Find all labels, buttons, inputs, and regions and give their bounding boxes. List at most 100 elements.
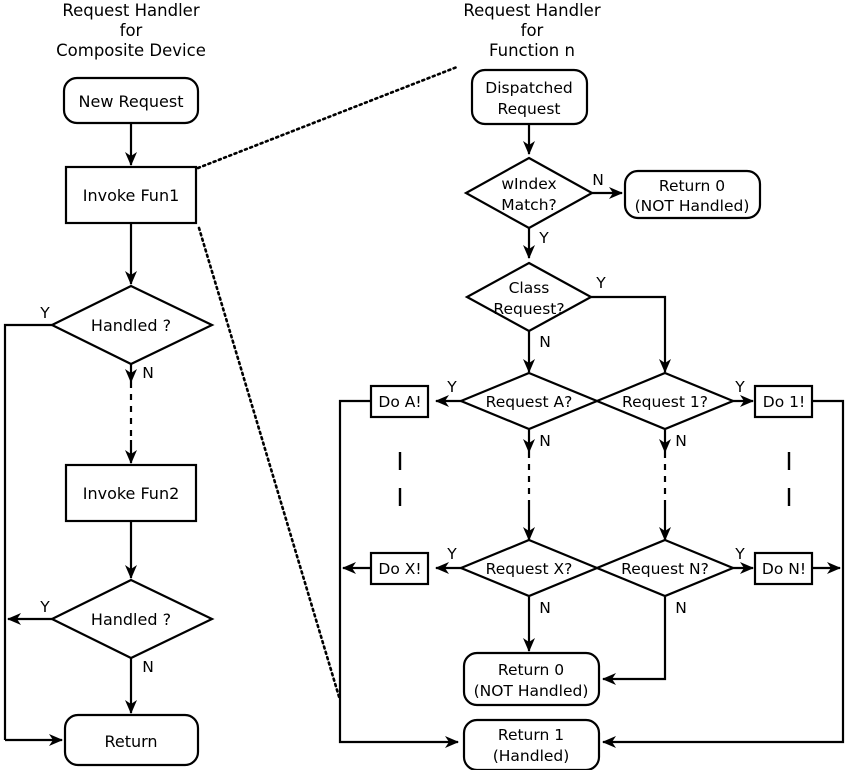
invoke-fun1-box[interactable] [64,165,198,225]
node-windex-match[interactable]: wIndex Match? N Y [463,156,604,247]
edge-right-actions-to-return1 [602,399,845,748]
request-n-no-label: N [675,599,687,617]
return-left-label: Return [104,732,157,751]
handled1-yes-label: Y [39,304,50,322]
return0-bottom-line-2: (NOT Handled) [474,682,589,700]
left-title-line-1: Request Handler [62,1,199,20]
class-request-line-2: Request? [493,300,564,318]
node-dispatched-request[interactable]: Dispatched Request [470,68,589,126]
node-request-x[interactable]: Request X? Y N [446,538,600,617]
invoke-fun2-label: Invoke Fun2 [83,484,180,503]
new-request-label: New Request [79,92,184,111]
request-x-diamond[interactable] [458,538,600,598]
edge-left-actions-to-return1 [338,399,459,748]
handled1-label: Handled ? [91,316,171,335]
windex-match-line-1: wIndex [501,175,556,193]
left-title-line-3: Composite Device [56,41,206,60]
node-new-request[interactable]: New Request [62,76,200,125]
handled1-diamond[interactable] [49,284,215,366]
windex-no-label: N [592,171,604,189]
node-do-x[interactable]: Do X! [369,551,430,586]
right-title-line-3: Function n [489,41,575,60]
return1-line-2: (Handled) [493,747,570,765]
return-left-box[interactable] [63,713,200,767]
windex-match-diamond[interactable] [463,156,595,230]
request-1-diamond[interactable] [594,371,736,431]
request-a-diamond[interactable] [458,371,600,431]
node-return1[interactable]: Return 1 (Handled) [462,718,601,770]
request-n-label: Request N? [621,560,709,578]
node-handled-1[interactable]: Handled ? Y N [39,284,215,382]
do-n-label: Do N! [762,560,806,578]
do-x-box[interactable] [369,551,430,586]
return1-line-1: Return 1 [498,726,564,744]
do-1-box[interactable] [753,384,814,419]
request-x-yes-label: Y [446,545,457,563]
node-request-1[interactable]: Request 1? Y N [594,371,745,450]
left-panel-title: Request Handler for Composite Device [56,1,206,60]
return0-top-line-2: (NOT Handled) [635,197,750,215]
node-request-a[interactable]: Request A? Y N [446,371,600,450]
edge-class-yes-to-request1 [591,295,671,373]
handled1-no-label: N [142,364,154,382]
node-request-n[interactable]: Request N? Y N [594,538,745,617]
request-a-yes-label: Y [446,378,457,396]
request-n-yes-label: Y [734,545,745,563]
handled2-label: Handled ? [91,610,171,629]
request-1-yes-label: Y [734,378,745,396]
return1-box[interactable] [462,718,601,770]
node-do-n[interactable]: Do N! [753,551,814,586]
node-invoke-fun2[interactable]: Invoke Fun2 [64,463,198,523]
request-x-label: Request X? [486,560,573,578]
invoke-fun1-label: Invoke Fun1 [83,186,180,205]
node-do-a[interactable]: Do A! [369,384,430,419]
request-1-label: Request 1? [622,393,708,411]
do-x-label: Do X! [378,560,421,578]
edge-requestn-no-to-return0bottom [602,597,667,685]
request-a-no-label: N [539,432,551,450]
node-return-left[interactable]: Return [63,713,200,767]
class-request-line-1: Class [509,279,550,297]
node-return0-top[interactable]: Return 0 (NOT Handled) [623,169,762,220]
class-request-diamond[interactable] [464,261,594,333]
class-yes-label: Y [595,274,606,292]
do-a-label: Do A! [378,393,421,411]
class-no-label: N [539,333,551,351]
tie-line-lower [197,226,342,702]
left-panel-connectors [3,123,137,746]
right-panel-connectors [338,124,845,748]
request-a-label: Request A? [486,393,573,411]
right-title-line-1: Request Handler [463,1,600,20]
dispatched-request-line-2: Request [498,100,561,118]
left-title-line-2: for [120,21,143,40]
dispatched-request-box[interactable] [470,68,589,126]
node-invoke-fun1[interactable]: Invoke Fun1 [64,165,198,225]
do-n-box[interactable] [753,551,814,586]
return0-top-box[interactable] [623,169,762,220]
handled2-yes-label: Y [39,598,50,616]
return0-top-line-1: Return 0 [659,177,725,195]
node-class-request[interactable]: Class Request? Y N [464,261,606,351]
return0-bottom-box[interactable] [462,651,601,707]
request-n-diamond[interactable] [594,538,736,598]
do-1-label: Do 1! [763,393,805,411]
request-1-no-label: N [675,432,687,450]
new-request-box[interactable] [62,76,200,125]
node-return0-bottom[interactable]: Return 0 (NOT Handled) [462,651,601,707]
invoke-fun2-box[interactable] [64,463,198,523]
right-title-line-2: for [521,21,544,40]
do-a-box[interactable] [369,384,430,419]
dispatched-request-line-1: Dispatched [485,79,572,97]
node-do-1[interactable]: Do 1! [753,384,814,419]
tie-line-upper [196,65,459,170]
windex-yes-label: Y [538,229,549,247]
request-x-no-label: N [539,599,551,617]
windex-match-line-2: Match? [501,196,557,214]
handled2-diamond[interactable] [49,578,215,660]
return0-bottom-line-1: Return 0 [498,661,564,679]
node-handled-2[interactable]: Handled ? Y N [39,578,215,676]
handled2-no-label: N [142,658,154,676]
edge-handled1-yes-rail [3,323,52,740]
